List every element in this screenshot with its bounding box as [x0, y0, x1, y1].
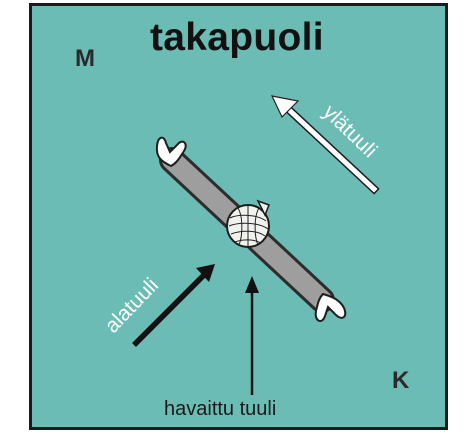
observed-wind-label: havaittu tuuli	[164, 398, 276, 421]
observed-wind-arrow	[245, 276, 259, 395]
corner-label-k: K	[392, 367, 409, 395]
diagram-title: takapuoli	[150, 18, 370, 57]
corner-label-m: M	[75, 45, 95, 73]
lower-hand-icon	[316, 294, 346, 321]
